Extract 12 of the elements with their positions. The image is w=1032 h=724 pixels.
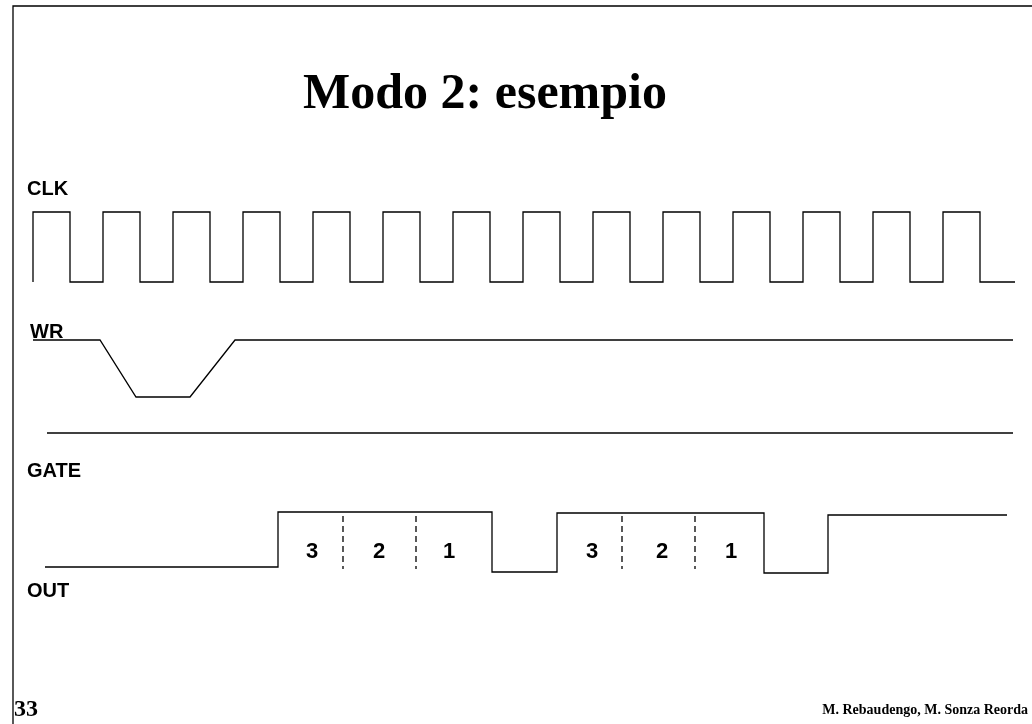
- count-value: 3: [586, 540, 599, 562]
- signal-name: GATE: [27, 460, 82, 480]
- count-value: 2: [373, 540, 386, 562]
- signal-name: WR: [30, 321, 64, 341]
- count-value: 3: [306, 540, 319, 562]
- author-footer: M. Rebaudengo, M. Sonza Reorda: [822, 703, 1028, 717]
- signal-name: CLK: [27, 178, 69, 198]
- count-value: 1: [443, 540, 456, 562]
- page-number: 33: [14, 696, 38, 720]
- signal-name: OUT: [27, 580, 70, 600]
- count-value: 2: [656, 540, 669, 562]
- count-value: 1: [725, 540, 738, 562]
